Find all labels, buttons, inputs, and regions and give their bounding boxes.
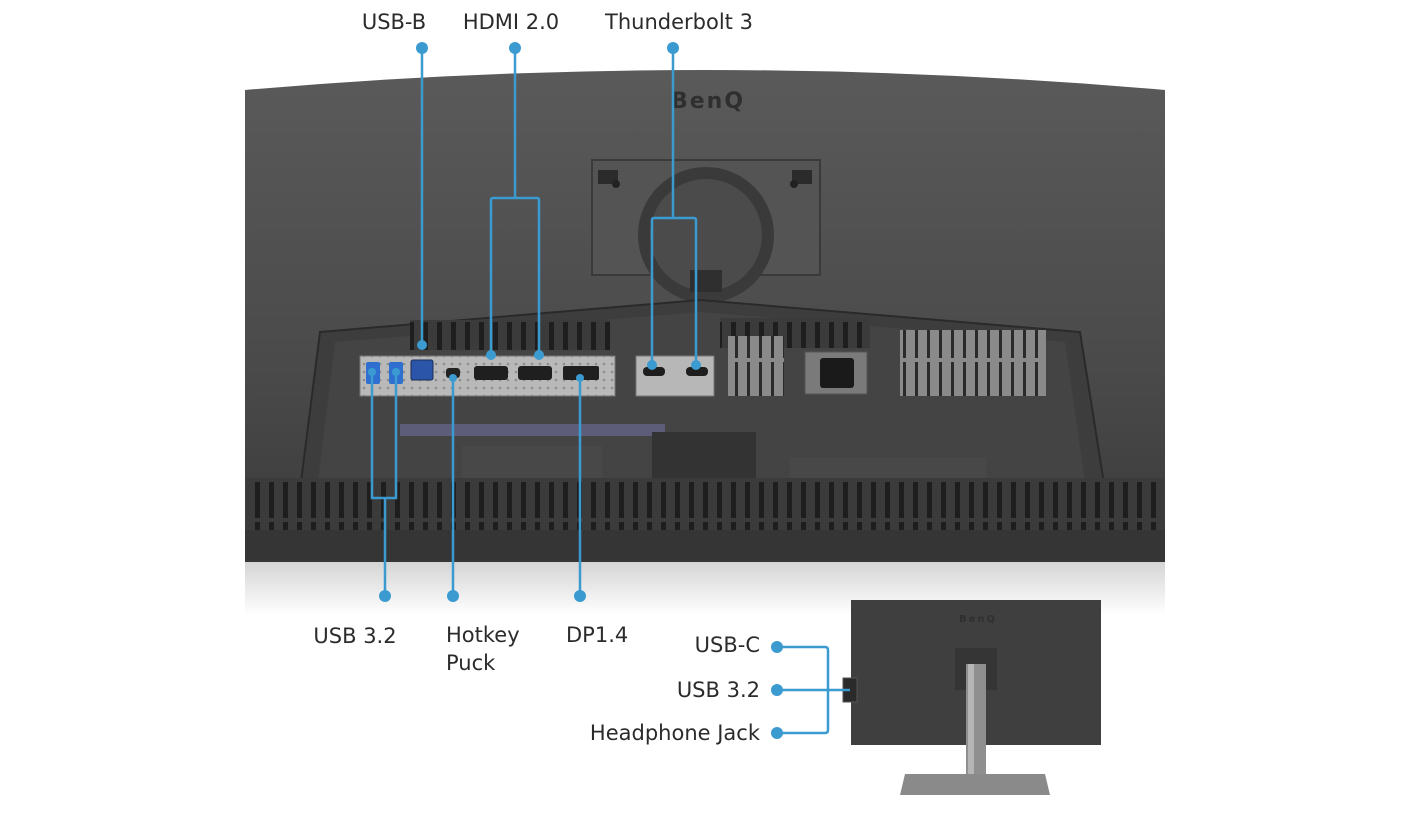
callout-dots [368, 42, 783, 739]
vent-plate-1 [728, 336, 784, 396]
label-dp: DP1.4 [566, 623, 629, 647]
mount-slot-right [792, 170, 812, 184]
label-side-usb32: USB 3.2 [676, 678, 760, 702]
tb3-port-2 [686, 367, 708, 376]
stand-hinge-inner [650, 179, 762, 291]
label-usb-b: USB-B [361, 10, 427, 34]
label-side-headphone: Headphone Jack [589, 721, 760, 745]
thumb-stand-base [900, 774, 1050, 795]
label-side-usbc: USB-C [694, 633, 760, 657]
label-hotkey-line1: Hotkey [446, 623, 520, 647]
vent-plate-2 [900, 330, 1046, 396]
label-hotkey-line2: Puck [446, 651, 496, 675]
bottom-edge [245, 530, 1165, 562]
label-thunderbolt: Thunderbolt 3 [605, 10, 753, 34]
label-hdmi: HDMI 2.0 [462, 10, 560, 34]
mount-slot-left [598, 170, 618, 184]
hdmi-port-2 [518, 366, 552, 380]
mount-screw-left [612, 180, 620, 188]
tb3-port-1 [643, 367, 665, 376]
thumb-brand-logo: BenQ [959, 614, 997, 625]
mount-screw-right [790, 180, 798, 188]
port-bay-inner [318, 312, 1085, 482]
brand-logo: BenQ [671, 89, 745, 114]
bottom-vents [246, 478, 1164, 532]
hdmi-port-1 [474, 366, 508, 380]
label-strip [400, 424, 665, 436]
dp-port [563, 366, 599, 380]
thumb-stand-highlight [968, 664, 974, 780]
hinge-lock [690, 270, 722, 292]
power-socket [820, 358, 854, 388]
label-usb32: USB 3.2 [313, 624, 397, 648]
callout-lines [370, 48, 850, 735]
hotkey-puck-port [446, 368, 460, 378]
bay-vents-left [410, 320, 610, 350]
usb-b-port [410, 359, 434, 381]
